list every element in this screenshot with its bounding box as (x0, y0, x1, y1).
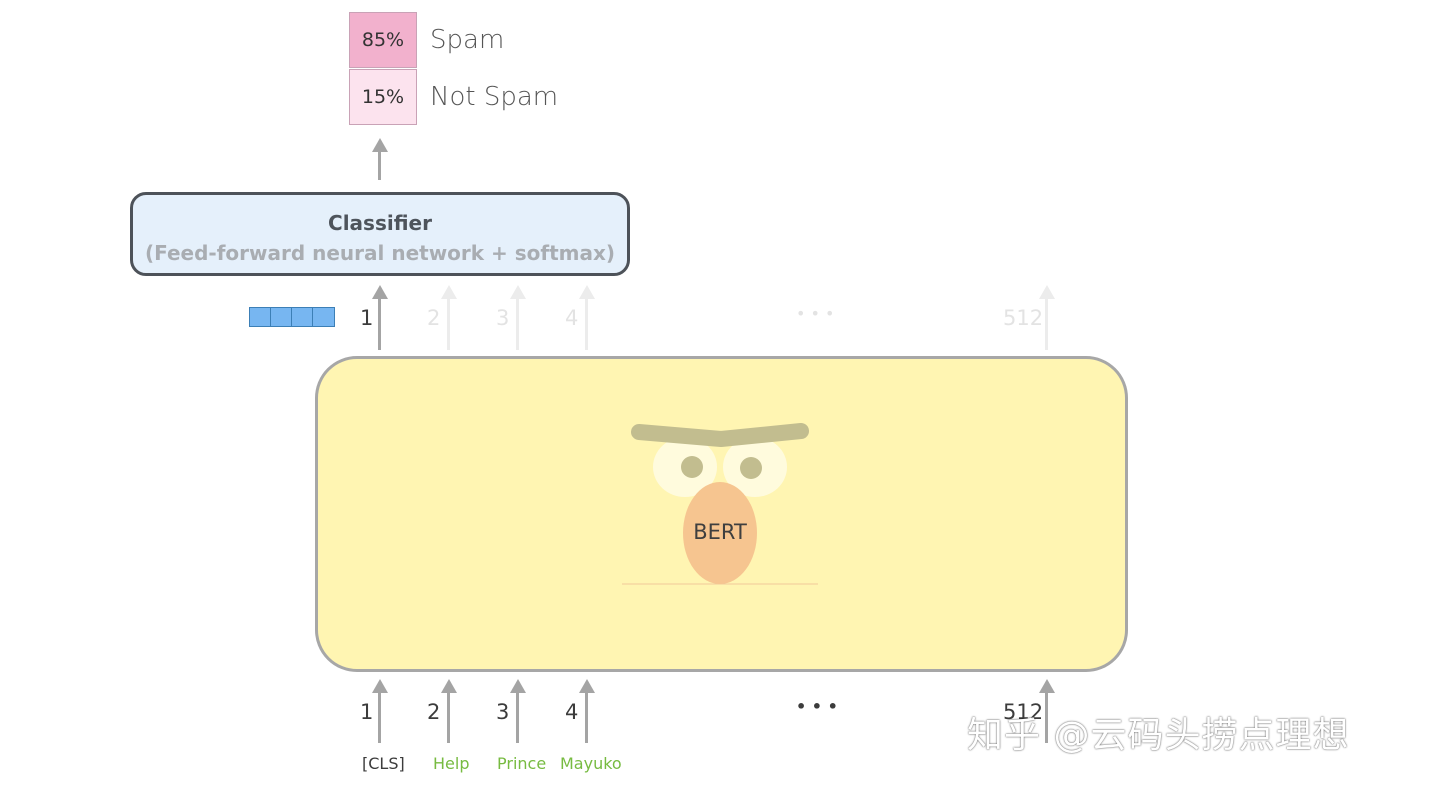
output-position-4: 4 (565, 306, 579, 330)
output-arrow-512 (1039, 285, 1055, 350)
output-arrow-4 (579, 285, 595, 350)
input-arrow-512 (1039, 679, 1055, 743)
input-token-mayuko: Mayuko (560, 754, 622, 773)
input-arrow-2 (441, 679, 457, 743)
not-spam-probability-value: 15% (361, 86, 405, 108)
spam-label: Spam (430, 25, 505, 55)
bert-nose (683, 482, 757, 584)
input-arrow-4 (579, 679, 595, 743)
watermark-text: 知乎 @云码头捞点理想 (967, 715, 1350, 756)
vector-cell (271, 308, 292, 326)
output-arrow-2 (441, 285, 457, 350)
output-position-512: 512 (1003, 306, 1044, 330)
input-token-prince: Prince (497, 754, 547, 773)
bert-face-illustration (622, 423, 818, 585)
input-position-4: 4 (565, 700, 579, 724)
not-spam-probability-cell: 15% (349, 69, 417, 125)
vector-cell (313, 308, 334, 326)
classifier-subtitle: (Feed-forward neural network + softmax) (144, 241, 616, 265)
output-position-1: 1 (360, 306, 374, 330)
spam-probability-value: 85% (361, 29, 405, 51)
input-position-2: 2 (427, 700, 441, 724)
input-position-3: 3 (496, 700, 510, 724)
input-position-ellipsis: • • • (796, 697, 838, 716)
input-arrow-1 (372, 679, 388, 743)
vector-cell (250, 308, 271, 326)
classifier-box: Classifier (Feed-forward neural network … (130, 192, 630, 276)
output-position-ellipsis: • • • (796, 304, 835, 323)
right-eye (740, 457, 762, 479)
bert-label: BERT (693, 520, 747, 544)
input-position-1: 1 (360, 700, 374, 724)
spam-probability-cell: 85% (349, 12, 417, 68)
classifier-output-arrow (372, 138, 388, 180)
classifier-title: Classifier (328, 211, 432, 235)
not-spam-label: Not Spam (430, 82, 559, 112)
input-position-512: 512 (1003, 700, 1044, 724)
input-token-help: Help (433, 754, 470, 773)
input-arrow-3 (510, 679, 526, 743)
output-arrow-1 (372, 285, 388, 350)
output-position-2: 2 (427, 306, 441, 330)
output-arrow-3 (510, 285, 526, 350)
output-position-3: 3 (496, 306, 510, 330)
cls-output-vector (249, 307, 335, 327)
vector-cell (292, 308, 313, 326)
left-eye (681, 456, 703, 478)
eyebrows (631, 423, 809, 447)
input-token-cls: [CLS] (362, 754, 405, 773)
